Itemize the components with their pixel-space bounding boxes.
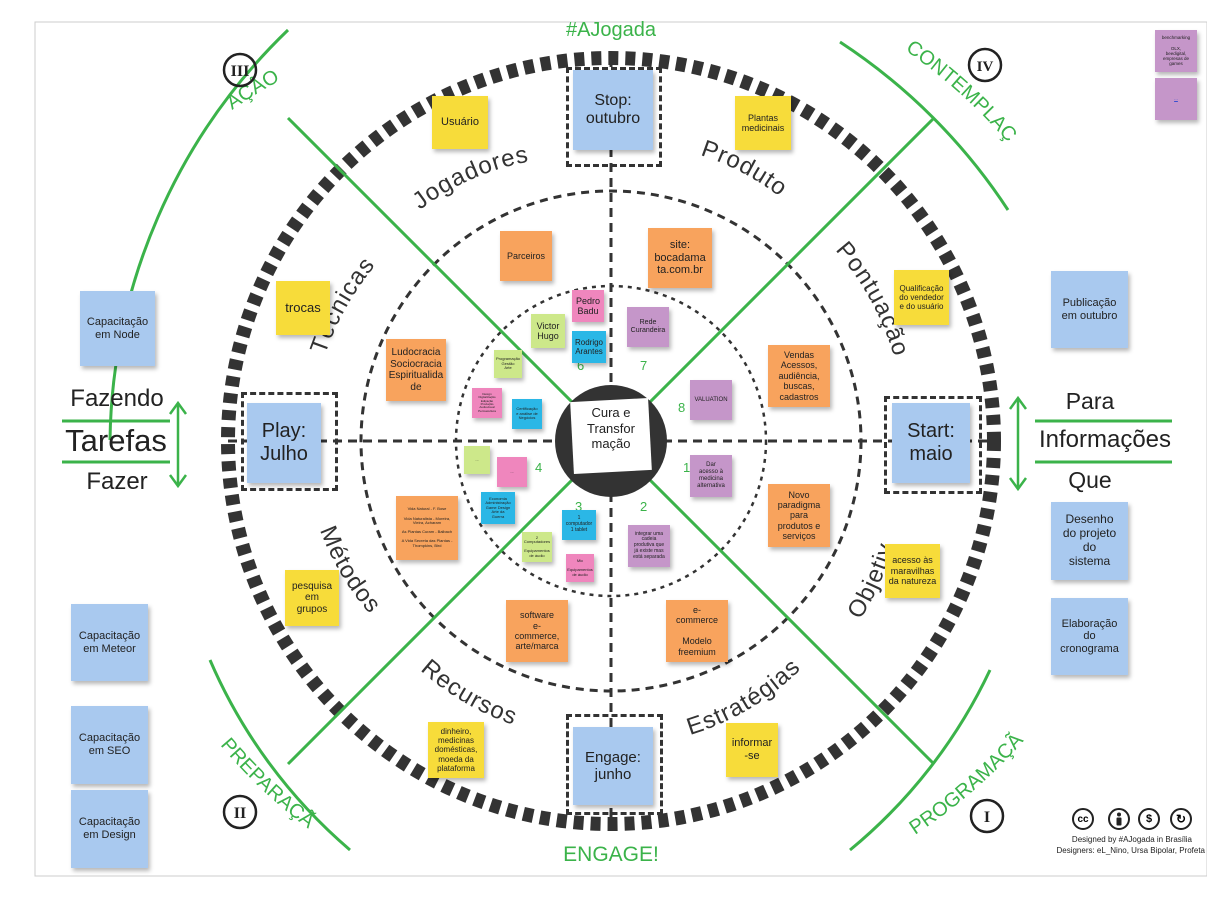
note-dar-acesso[interactable]: Dar acesso à medicina alternativa: [690, 455, 732, 497]
right-top-word: Para: [1065, 388, 1115, 414]
engage-footer: ENGAGE!: [563, 843, 659, 866]
note-mic[interactable]: Mic Equipamentos de áudio: [566, 554, 594, 582]
label-recursos: Recursos: [416, 654, 520, 731]
note-capacitacao-design[interactable]: Capacitação em Design: [71, 790, 148, 868]
inner-number-2: 2: [640, 499, 647, 514]
note-livros[interactable]: Vida Natural - F. Bose Vida Naturalista …: [396, 496, 458, 560]
note-pedro[interactable]: Pedro Badu: [572, 290, 604, 322]
note-rede[interactable]: Rede Curandeira: [627, 307, 669, 347]
numeral-programacao-icon: I: [969, 798, 1005, 834]
note-ludocracia[interactable]: Ludocracia Sociocracia Espiritualida de: [386, 339, 446, 401]
label-jogadores: Jogadores: [408, 141, 530, 215]
note-design-dig[interactable]: Design Digitalização Ediçação Produção A…: [472, 388, 502, 418]
svg-text:I: I: [984, 809, 990, 826]
milestone-start-frame: [884, 396, 982, 494]
left-middle-word: Tarefas: [65, 423, 167, 458]
inner-number-4: 4: [535, 460, 542, 475]
svg-text:IV: IV: [977, 59, 994, 75]
note-capacitacao-seo[interactable]: Capacitação em SEO: [71, 706, 148, 784]
right-middle-word: Informações: [1038, 426, 1172, 453]
svg-text:Recursos: Recursos: [416, 654, 521, 731]
milestone-play-frame: [241, 392, 338, 491]
note-parceiros[interactable]: Parceiros: [500, 231, 552, 281]
nc-icon: $: [1138, 808, 1160, 830]
note-integrar[interactable]: integrar uma cadeia produtiva que já exi…: [628, 525, 670, 567]
note-pesquisa[interactable]: pesquisa em grupos: [285, 570, 339, 626]
cc-icon: cc: [1072, 808, 1094, 830]
inner-number-6: 6: [577, 358, 584, 373]
note-victor[interactable]: Victor Hugo: [531, 314, 565, 348]
note-dinheiro[interactable]: dinheiro, medicinas domésticas, moeda da…: [428, 722, 484, 778]
inner-number-7: 7: [640, 358, 647, 373]
note-informar[interactable]: informar -se: [726, 723, 778, 777]
milestone-play-note[interactable]: Play: Julho: [247, 403, 321, 483]
note-ecommerce[interactable]: e- commerce Modelo freemium: [666, 600, 728, 662]
note-capacitacao-meteor[interactable]: Capacitação em Meteor: [71, 604, 148, 681]
milestone-engage-note[interactable]: Engage: junho: [573, 727, 653, 805]
milestone-start-note[interactable]: Start: maio: [892, 403, 970, 483]
note-computador[interactable]: 1 computador 1 tablet: [562, 510, 596, 540]
note-economia[interactable]: Economia Administração Game Design Arte …: [481, 492, 515, 524]
center-card: [570, 398, 652, 474]
milestone-engage-frame: [566, 714, 663, 815]
milestone-stop-note[interactable]: Stop: outubro: [573, 70, 653, 150]
arc-bottom-right: [849, 669, 992, 852]
center-label: Cura e Transfor mação: [587, 405, 635, 452]
note-trocas[interactable]: trocas: [276, 281, 330, 335]
note-rodrigo[interactable]: Rodrigo Arantes: [572, 331, 606, 363]
arc-bottom-left: [208, 659, 351, 852]
numeral-preparacao-icon: II: [222, 794, 258, 830]
left-bottom-word: Fazer: [86, 468, 148, 495]
note-small-green[interactable]: ...: [464, 446, 490, 474]
inner-number-3: 3: [575, 499, 582, 514]
note-desenho[interactable]: Desenho do projeto do sistema: [1051, 502, 1128, 580]
note-small-pink[interactable]: ...: [497, 457, 527, 487]
credits-designed-by: Designed by #AJogada in Brasília: [1071, 835, 1192, 844]
milestone-stop-frame: [566, 67, 662, 167]
svg-text:II: II: [234, 805, 246, 822]
arc-top-left: [108, 28, 290, 441]
note-acesso[interactable]: acesso às maravilhas da natureza: [885, 544, 940, 598]
hashtag-title: #AJogada: [566, 19, 657, 41]
note-capacitacao-node[interactable]: Capacitação em Node: [80, 291, 155, 366]
sa-icon: ↻: [1170, 808, 1192, 830]
board-frame: [34, 21, 1207, 877]
note-certificacao[interactable]: Certificação e análise de Negócios: [512, 399, 542, 429]
note-vendas[interactable]: Vendas Acessos, audiência, buscas, cadas…: [768, 345, 830, 407]
right-double-arrow-icon: [1008, 395, 1028, 492]
note-cronograma[interactable]: Elaboração do cronograma: [1051, 598, 1128, 675]
note-publicacao[interactable]: Publicação em outubro: [1051, 271, 1128, 348]
note-computadores2[interactable]: 2 Computadores Equipamentos de áudio: [522, 532, 552, 562]
svg-text:III: III: [231, 63, 250, 80]
note-site[interactable]: site: bocadama ta.com.br: [648, 228, 712, 288]
svg-text:Jogadores: Jogadores: [408, 141, 531, 215]
note-valuation[interactable]: VALUATION: [690, 380, 732, 420]
note-software[interactable]: software e- commerce, arte/marca: [506, 600, 568, 662]
note-links[interactable]: ...: [1155, 78, 1197, 120]
note-benchmarking[interactable]: benchmarking OLX, beedigital, empresas d…: [1155, 30, 1197, 72]
inner-number-1: 1: [683, 460, 690, 475]
note-qualificacao[interactable]: Qualificação do vendedor e do usuário: [894, 270, 949, 325]
credits-designers: Designers: eL_Nino, Ursa Bipolar, Profet…: [1056, 846, 1205, 855]
right-bottom-word: Que: [1068, 467, 1112, 493]
note-usuario[interactable]: Usuário: [432, 96, 488, 149]
note-plantas[interactable]: Plantas medicinais: [735, 96, 791, 150]
numeral-contemplacao-icon: IV: [967, 47, 1003, 83]
numeral-acao-icon: III: [222, 52, 258, 88]
left-top-word: Fazendo: [70, 385, 164, 412]
inner-number-8: 8: [678, 400, 685, 415]
left-double-arrow-icon: [168, 400, 188, 489]
note-prog-gestao[interactable]: Programação Gestão Arte: [494, 350, 522, 378]
by-icon: [1108, 808, 1130, 830]
note-paradigma[interactable]: Novo paradigma para produtos e serviços: [768, 484, 830, 547]
